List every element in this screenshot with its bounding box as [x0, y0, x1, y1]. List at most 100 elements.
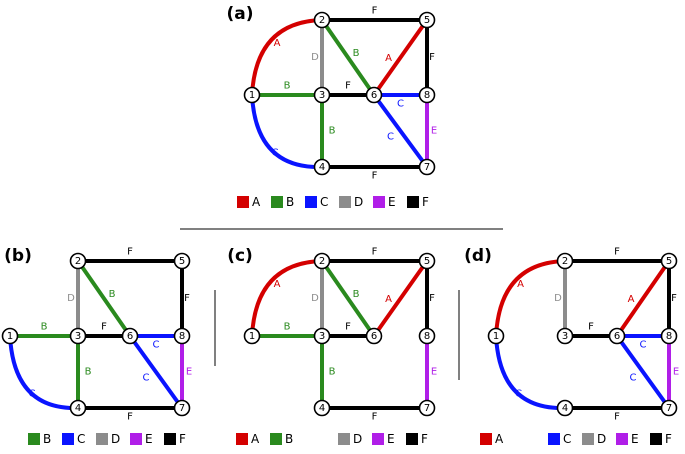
edge-1-4: [8, 334, 80, 411]
panel-title: (c): [227, 246, 253, 266]
legend-label-A: A: [252, 195, 261, 209]
edge-label-4-7: F: [372, 412, 378, 423]
edge-6-7: [128, 334, 184, 410]
edge-label-3-6: F: [101, 322, 107, 333]
edge-label-6-8: C: [397, 99, 404, 110]
node-4: [313, 158, 331, 176]
legend-label-D: D: [597, 432, 606, 446]
edge-label-3-6: F: [588, 322, 594, 333]
legend-swatch-E: [373, 196, 385, 208]
legend-label-C: C: [320, 195, 328, 209]
edge-label-6-8: C: [153, 340, 160, 351]
legend-swatch-D: [96, 433, 108, 445]
node-label-8: 8: [424, 90, 430, 101]
node-label-6: 6: [614, 331, 620, 342]
legend-label-A: A: [251, 432, 260, 446]
node-label-7: 7: [666, 403, 672, 414]
edge-2-6: [76, 259, 132, 338]
edge-label-5-8: F: [429, 293, 435, 304]
legend-swatch-B: [28, 433, 40, 445]
node-8: [660, 327, 678, 345]
legend-label-B: B: [285, 432, 293, 446]
node-label-2: 2: [319, 15, 325, 26]
node-3: [556, 327, 574, 345]
legend-label-C: C: [77, 432, 85, 446]
node-4: [556, 399, 574, 417]
node-label-1: 1: [249, 90, 255, 101]
edge-1-4: [250, 93, 324, 170]
node-label-8: 8: [424, 331, 430, 342]
edge-label-6-8: C: [640, 340, 647, 351]
legend-label-D: D: [354, 195, 363, 209]
node-label-2: 2: [75, 256, 81, 267]
node-label-8: 8: [666, 331, 672, 342]
node-label-2: 2: [319, 256, 325, 267]
legend-swatch-D: [582, 433, 594, 445]
legend-label-F: F: [421, 432, 428, 446]
node-2: [313, 11, 331, 29]
edge-label-6-5: A: [385, 53, 392, 64]
legend-label-E: E: [387, 432, 395, 446]
node-label-5: 5: [666, 256, 672, 267]
legend-label-D: D: [353, 432, 362, 446]
edge-label-4-7: F: [614, 412, 620, 423]
legend-swatch-A: [237, 196, 249, 208]
edge-label-3-4: B: [329, 367, 336, 378]
edge-label-6-7: C: [630, 373, 637, 384]
legend-label-E: E: [388, 195, 396, 209]
edge-label-2-6: B: [109, 289, 116, 300]
node-6: [365, 327, 383, 345]
node-8: [418, 86, 436, 104]
edge-label-5-8: F: [429, 52, 435, 63]
legend-label-C: C: [563, 432, 571, 446]
legend-swatch-E: [130, 433, 142, 445]
edge-6-5: [372, 259, 429, 338]
legend-label-B: B: [286, 195, 294, 209]
edge-label-4-7: F: [372, 171, 378, 182]
edge-label-2-3: D: [67, 293, 75, 304]
edge-label-6-7: C: [387, 132, 394, 143]
edge-label-5-8: F: [671, 293, 677, 304]
node-7: [418, 399, 436, 417]
node-7: [660, 399, 678, 417]
edge-label-2-6: B: [353, 48, 360, 59]
edge-label-1-2: A: [274, 38, 281, 49]
edge-label-3-4: B: [329, 126, 336, 137]
panel-title: (d): [464, 246, 492, 266]
node-4: [313, 399, 331, 417]
edge-1-2: [250, 18, 324, 97]
node-6: [365, 86, 383, 104]
legend-swatch-F: [650, 433, 662, 445]
node-2: [69, 252, 87, 270]
legend-swatch-E: [616, 433, 628, 445]
edge-label-2-5: F: [372, 6, 378, 17]
node-label-1: 1: [7, 331, 13, 342]
node-1: [243, 86, 261, 104]
node-label-6: 6: [371, 331, 377, 342]
node-1: [487, 327, 505, 345]
node-5: [418, 252, 436, 270]
node-label-3: 3: [75, 331, 81, 342]
legend-swatch-F: [406, 433, 418, 445]
legend-swatch-B: [270, 433, 282, 445]
edge-label-4-7: F: [127, 412, 133, 423]
edge-label-3-4: B: [85, 367, 92, 378]
edge-label-8-7: E: [673, 367, 679, 378]
edge-label-2-3: D: [311, 52, 319, 63]
node-label-4: 4: [319, 162, 325, 173]
edge-6-7: [615, 334, 671, 410]
node-label-2: 2: [562, 256, 568, 267]
edge-label-1-3: B: [284, 81, 291, 92]
legend-swatch-C: [548, 433, 560, 445]
node-6: [608, 327, 626, 345]
legend-swatch-F: [164, 433, 176, 445]
node-4: [69, 399, 87, 417]
node-2: [556, 252, 574, 270]
legend-label-F: F: [422, 195, 429, 209]
edge-label-1-2: A: [274, 279, 281, 290]
legend-label-E: E: [631, 432, 639, 446]
legend-swatch-A: [236, 433, 248, 445]
node-label-7: 7: [424, 162, 430, 173]
